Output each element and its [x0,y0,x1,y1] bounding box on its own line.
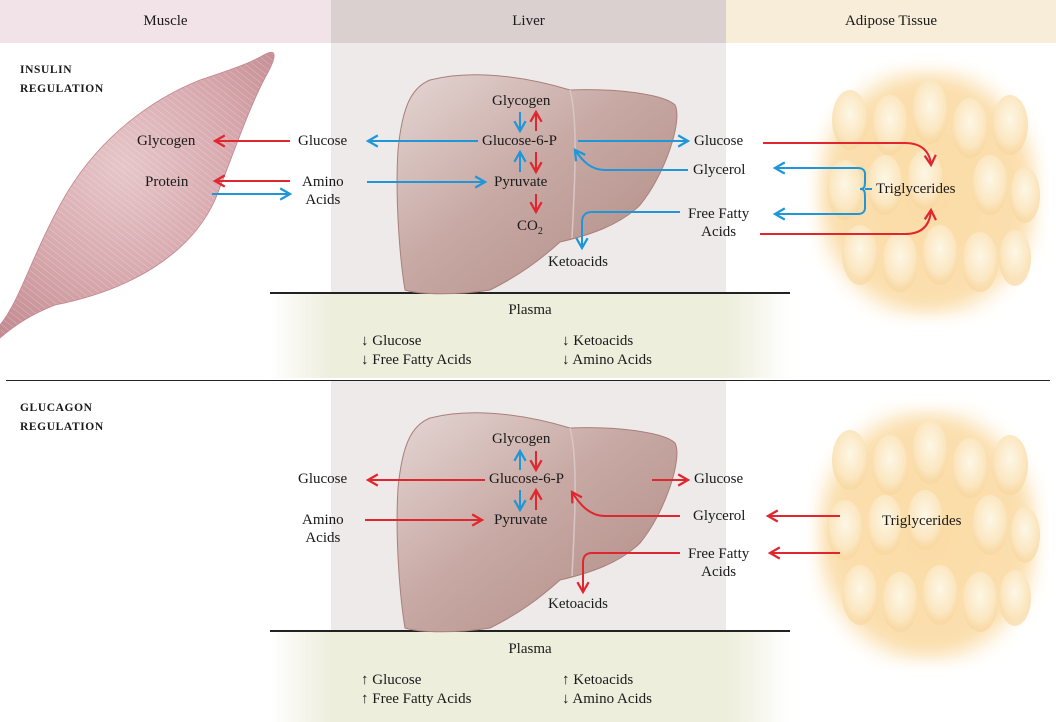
insulin-arrows [212,109,937,251]
glucagon-section-label: GLUCAGON REGULATION [20,399,104,437]
liver-ketoacids-label: Ketoacids [548,596,608,612]
plasma-item-glucose: ↑ Glucose [361,672,422,688]
plasma-panel-glucagon: Plasma ↑ Glucose ↑ Free Fatty Acids ↑ Ke… [270,630,790,722]
adipose-glycerol-label: Glycerol [693,508,746,524]
liver-pyruvate-label: Pyruvate [494,174,548,190]
adipose-illustration-glucagon [815,408,1040,663]
liver-g6p-label: Glucose-6-P [482,133,557,149]
arrow-glycerol-to-g6p [573,148,688,171]
plasma-item-glucose: ↓ Glucose [361,333,422,349]
liver-g6p-label: Glucose-6-P [489,471,564,487]
muscle-illustration [0,51,275,339]
adipose-illustration-insulin [815,68,1040,318]
adipose-column-header: Adipose Tissue [726,0,1056,43]
arrow-triglycerides-to-ffa [772,188,866,221]
arrow-ffa-to-triglycerides [760,207,937,235]
label-line: Free Fatty [688,546,750,562]
arrow-glycerol-to-g6p [570,490,680,517]
plasma-item-amino-acids: ↓ Amino Acids [562,352,653,368]
label-line: Acids [305,192,341,208]
section-divider [6,380,1050,381]
plasma-item-amino-acids: ↓ Amino Acids [562,691,653,707]
glucose-label-left: Glucose [298,471,348,487]
glucagon-arrows [365,448,840,595]
adipose-glucose-label: Glucose [694,471,744,487]
arrow-glucose-to-triglycerides [763,142,937,168]
section-label-line-1: GLUCAGON [20,402,93,414]
muscle-protein-label: Protein [145,174,189,190]
plasma-panel-insulin: Plasma ↓ Glucose ↓ Free Fatty Acids ↓ Ke… [270,292,790,378]
section-label-line-2: REGULATION [20,83,104,95]
liver-ketoacids-label: Ketoacids [548,254,608,270]
co2-subscript: 2 [537,226,543,237]
adipose-glucose-label: Glucose [694,133,744,149]
plasma-title: Plasma [508,641,552,657]
adipose-glycerol-label: Glycerol [693,162,746,178]
plasma-title: Plasma [508,302,552,318]
plasma-item-ketoacids: ↑ Ketoacids [562,672,634,688]
label-line: Acids [701,564,737,580]
arrow-ffa-to-ketoacids [575,211,680,251]
liver-glycogen-label: Glycogen [492,93,551,109]
plasma-item-ffa: ↓ Free Fatty Acids [361,352,472,368]
adipose-triglycerides-label: Triglycerides [882,513,962,529]
muscle-column-header: Muscle [0,0,331,43]
section-label-line-1: INSULIN [20,64,73,76]
amino-acids-label: Amino Acids [302,511,344,547]
adipose-ffa-label: Free Fatty Acids [688,545,749,581]
label-line: Acids [701,224,737,240]
label-line: Amino [302,512,344,528]
muscle-glucose-label: Glucose [298,133,348,149]
arrow-ffa-to-ketoacids [576,552,680,595]
label-line: Free Fatty [688,206,750,222]
liver-column-header: Liver [331,0,726,43]
co2-text: CO [517,218,538,234]
muscle-glycogen-label: Glycogen [137,133,196,149]
adipose-triglycerides-label: Triglycerides [876,181,956,197]
section-label-line-2: REGULATION [20,421,104,433]
adipose-ffa-label: Free Fatty Acids [688,205,749,241]
liver-co2-label: CO2 [517,217,543,241]
muscle-amino-acids-label: Amino Acids [302,173,344,209]
plasma-item-ffa: ↑ Free Fatty Acids [361,691,472,707]
arrow-triglycerides-to-glycerol [775,168,872,190]
label-line: Acids [305,530,341,546]
liver-glycogen-label: Glycogen [492,431,551,447]
liver-pyruvate-label: Pyruvate [494,512,548,528]
label-line: Amino [302,174,344,190]
plasma-item-ketoacids: ↓ Ketoacids [562,333,634,349]
insulin-section-label: INSULIN REGULATION [20,61,104,99]
